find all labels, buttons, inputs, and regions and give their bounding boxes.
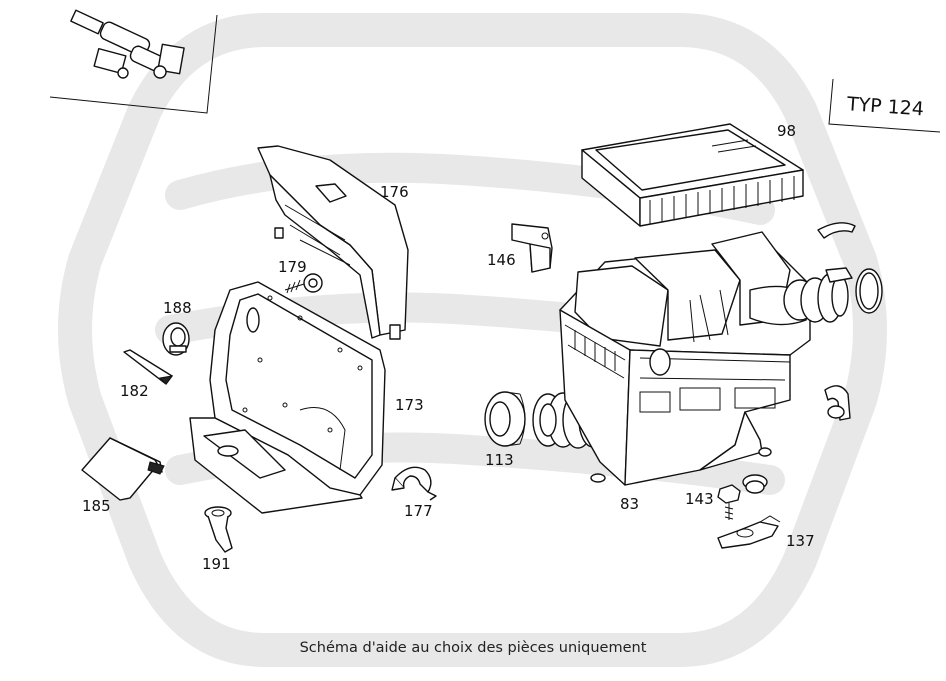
foam-strip-182 — [123, 349, 174, 385]
plate-185 — [81, 437, 165, 501]
callout-83: 83 — [620, 495, 639, 513]
callout-173: 173 — [395, 396, 424, 414]
callout-labels: 98 176 146 179 188 182 173 185 113 177 1… — [82, 122, 815, 573]
inset-detail — [49, 9, 218, 114]
mounting-bracket-137 — [717, 515, 781, 549]
callout-182: 182 — [120, 382, 149, 400]
seal-ring-113 — [484, 391, 526, 447]
callout-177: 177 — [404, 502, 433, 520]
callout-98: 98 — [777, 122, 796, 140]
drain-valve-191 — [204, 506, 233, 553]
air-box-frame-173 — [189, 281, 386, 514]
grommet-188 — [162, 322, 190, 356]
callout-191: 191 — [202, 555, 231, 573]
model-type-box: TYP 124 — [828, 78, 941, 133]
callout-146: 146 — [487, 251, 516, 269]
hose-clamp-177 — [391, 466, 437, 501]
callout-188: 188 — [163, 299, 192, 317]
callout-137: 137 — [786, 532, 815, 550]
callout-179: 179 — [278, 258, 307, 276]
model-type-label: TYP 124 — [845, 93, 924, 120]
inset-part-icon — [70, 9, 185, 79]
callout-176: 176 — [380, 183, 409, 201]
cover-bracket-176 — [257, 145, 409, 340]
air-filter-housing-83 — [559, 231, 811, 486]
grommet-small — [742, 474, 768, 494]
screw-179 — [284, 273, 323, 294]
outlet-duct — [783, 222, 856, 323]
air-filter-element-98 — [581, 123, 804, 227]
seal-ring-right — [855, 268, 883, 314]
bolt-143 — [717, 484, 741, 520]
diagram-caption: Schéma d'aide au choix des pièces unique… — [299, 640, 647, 656]
clamp-right — [824, 385, 851, 421]
clip-146 — [511, 223, 553, 273]
callout-143: 143 — [685, 490, 714, 508]
callout-185: 185 — [82, 497, 111, 515]
callout-113: 113 — [485, 451, 514, 469]
